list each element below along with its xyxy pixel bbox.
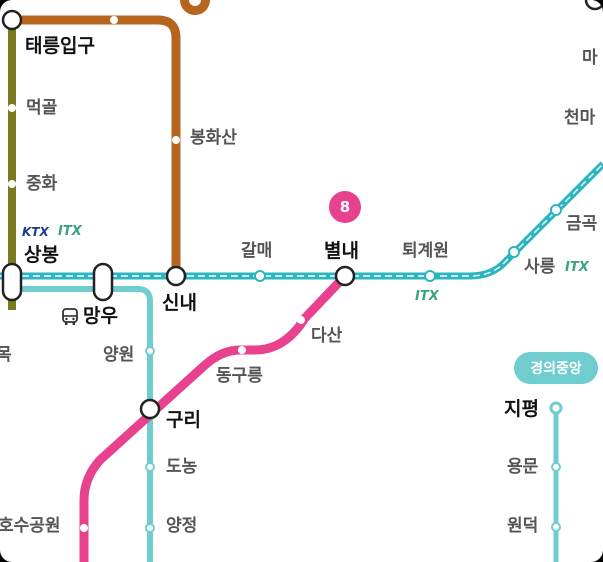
label-meokgol[interactable]: 먹골 — [26, 98, 58, 118]
station-dot-hosugongwon[interactable] — [80, 524, 88, 532]
label-sareung[interactable]: 사릉 — [524, 257, 556, 277]
station-dot-jipyeong[interactable] — [549, 401, 563, 415]
label-byeollae[interactable]: 별내 — [324, 240, 359, 262]
label-donggureung[interactable]: 동구릉 — [216, 366, 263, 386]
label-taereung[interactable]: 태릉입구 — [25, 35, 95, 57]
line-6-badge-icon — [180, 0, 210, 15]
label-guri[interactable]: 구리 — [166, 409, 201, 431]
line-6-badge-inner — [189, 0, 201, 6]
station-dot-geumgok[interactable] — [550, 204, 562, 216]
itx-logo-sangbong: ITX — [58, 224, 82, 239]
gyeongui-track — [14, 286, 153, 562]
station-dot-line6-top — [110, 16, 118, 24]
station-dot-galmae[interactable] — [254, 270, 266, 282]
label-sinnae[interactable]: 신내 — [162, 292, 197, 314]
label-ma[interactable]: 마 — [582, 48, 598, 68]
label-hosugongwon[interactable]: 호수공원 — [0, 516, 61, 536]
transfer-sangbong[interactable] — [1, 262, 23, 302]
station-dot-junghwa[interactable] — [8, 180, 16, 188]
station-dot-wondeok[interactable] — [551, 522, 561, 532]
label-toegyewon[interactable]: 퇴계원 — [402, 241, 449, 261]
transfer-guri[interactable] — [139, 398, 161, 420]
transfer-top-right[interactable] — [584, 0, 603, 11]
station-dot-meokgol[interactable] — [8, 104, 16, 112]
station-dot-yangwon[interactable] — [145, 346, 155, 356]
gyeongchun-track-center — [0, 163, 603, 277]
itx-logo-sareung: ITX — [565, 260, 589, 275]
line-8-badge[interactable]: 8 — [329, 191, 361, 223]
gyeongchun-track — [0, 161, 603, 280]
label-yangwon[interactable]: 양원 — [103, 345, 135, 365]
transfer-mangu[interactable] — [92, 262, 114, 302]
label-jipyeong[interactable]: 지평 — [504, 398, 539, 420]
station-dot-yongmun[interactable] — [551, 462, 561, 472]
label-cheonma[interactable]: 천마 — [564, 108, 596, 128]
station-dot-bonghwasan[interactable] — [172, 136, 180, 144]
label-yongmun[interactable]: 용문 — [507, 457, 539, 477]
transfer-byeollae[interactable] — [334, 265, 356, 287]
line-6-track — [12, 15, 181, 276]
label-geumgok[interactable]: 금곡 — [566, 214, 598, 234]
station-dot-dasan[interactable] — [297, 316, 305, 324]
station-dot-dono[interactable] — [145, 462, 155, 472]
station-dot-sareung[interactable] — [508, 246, 520, 258]
itx-logo-toegyewon: ITX — [415, 289, 439, 304]
label-galmae[interactable]: 갈매 — [241, 241, 273, 261]
line-8-track — [79, 272, 349, 562]
bus-icon — [62, 308, 78, 325]
station-dot-toegyewon[interactable] — [424, 270, 436, 282]
label-junghwa[interactable]: 중화 — [26, 174, 58, 194]
station-dot-yangjeong[interactable] — [145, 523, 155, 533]
ktx-logo: KTX — [22, 225, 49, 239]
transfer-taereung[interactable] — [1, 9, 23, 31]
gyeongui-line-pill[interactable]: 경의중앙 — [514, 352, 598, 384]
label-dono[interactable]: 도농 — [166, 457, 198, 477]
label-yangjeong[interactable]: 양정 — [166, 516, 198, 536]
label-wondeok[interactable]: 원덕 — [507, 516, 539, 536]
label-mok[interactable]: 목 — [0, 345, 12, 365]
station-dot-donggureung[interactable] — [238, 346, 246, 354]
label-bonghwasan[interactable]: 봉화산 — [190, 128, 237, 148]
transfer-sinnae[interactable] — [165, 265, 187, 287]
label-dasan[interactable]: 다산 — [311, 326, 343, 346]
label-mangu[interactable]: 망우 — [83, 305, 118, 327]
label-sangbong[interactable]: 상봉 — [24, 244, 59, 266]
